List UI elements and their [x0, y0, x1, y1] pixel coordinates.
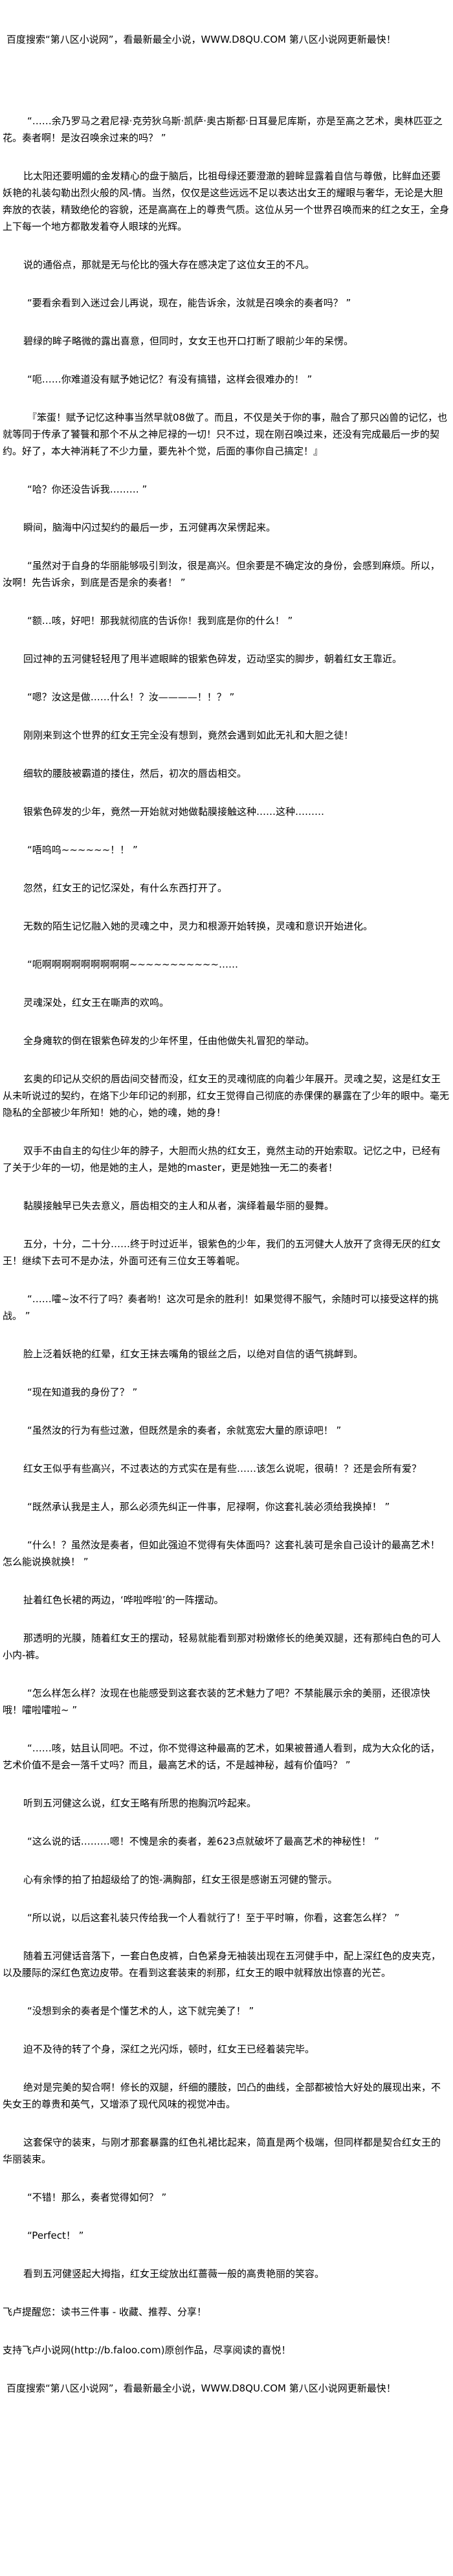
- story-paragraph: 迫不及待的转了个身，深红之光闪烁，顿时，红女王已经着装完毕。: [23, 2043, 315, 2055]
- story-paragraph: 银紫色碎发的少年，竟然一开始就对她做黏膜接触这种……这种………: [23, 806, 325, 817]
- story-paragraph: 这套保守的装束，与刚才那套暴露的红色礼裙比起来，简直是两个极端，但同样都是契合红…: [3, 2137, 441, 2165]
- story-paragraph: 『笨蛋！赋予记忆这种事当然早就08做了。而且，不仅是关于你的事，融合了那只凶兽的…: [3, 412, 448, 457]
- story-paragraph: “呃……你难道没有赋予她记忆？有没有搞错，这样会很难办的！ ”: [27, 373, 313, 385]
- story-paragraph: “没想到余的奏者是个懂艺术的人，这下就完美了！ ”: [27, 2005, 254, 2017]
- story-paragraph: “呃啊啊啊啊啊啊啊啊啊~~~~~~~~~~~……: [27, 959, 239, 970]
- story-paragraph: “所以说，以后这套礼装只传给我一个人看就行了！至于平时嘛，你看，这套怎么样？ ”: [27, 1912, 400, 1924]
- story-paragraph: 随着五河健话音落下，一套白色皮裤，白色紧身无袖装出现在五河健手中，配上深红色的皮…: [3, 1950, 441, 1979]
- story-paragraph: “哈？你还没告诉我……… ”: [27, 483, 148, 495]
- story-paragraph: “……余乃罗马之君尼禄·克劳狄乌斯·凯萨·奥古斯都·日耳曼尼库斯，亦是至高之艺术…: [3, 115, 443, 144]
- story-paragraph: 玄奥的印记从交织的唇齿间交替而没，红女王的灵魂彻底的向着少年展开。灵魂之契，这是…: [3, 1073, 450, 1118]
- story-paragraph: “怎么样怎么样？汝现在也能感受到这套衣装的艺术魅力了吧？不禁能展示余的美丽，还很…: [3, 1687, 430, 1716]
- story-paragraph: 听到五河健这么说，红女王略有所思的抱胸沉吟起来。: [23, 1797, 257, 1809]
- story-paragraph: 五分，十分，二十分……终于时过近半，银紫色的少年，我们的五河健大人放开了贪得无厌…: [3, 1238, 441, 1267]
- story-paragraph: “嗯？汝这是做……什么！？汝————！！？ ”: [27, 691, 235, 703]
- story-paragraph: 绝对是完美的契合啊！修长的双腿，纤细的腰肢，凹凸的曲线，全部都被恰大好处的展现出…: [3, 2082, 441, 2110]
- story-paragraph: “既然承认我是主人，那么必须先纠正一件事，尼禄啊，你这套礼装必须给我换掉！ ”: [27, 1501, 390, 1513]
- story-paragraph: 扯着红色长裙的两边，‘哗啦哗啦’的一阵摆动。: [23, 1594, 224, 1606]
- story-paragraph: 心有余悸的拍了拍超级给了的饱-满胸部，红女王很是感谢五河健的警示。: [23, 1874, 338, 1885]
- support-notice: 支持飞卢小说网(http://b.faloo.com)原创作品，尽享阅读的喜悦！: [3, 2344, 291, 2356]
- story-paragraph: “Perfect！ ”: [27, 2230, 84, 2241]
- story-paragraph: 那透明的光膜，随着红女王的摆动，轻易就能看到那对粉嫩修长的绝美双腿，还有那纯白色…: [3, 1632, 441, 1661]
- story-paragraph: “额…咳，好吧！那我就彻底的告诉你！我到底是你的什么！ ”: [27, 615, 293, 627]
- story-paragraph: “要看余看到入迷过会儿再说，现在，能告诉余，汝就是召唤余的奏者吗？ ”: [27, 297, 351, 309]
- story-paragraph: 比太阳还要明媚的金发精心的盘于脑后，比祖母绿还要澄澈的碧眸显露着自信与尊傲，比鲜…: [3, 170, 450, 232]
- story-paragraph: 瞬间，脑海中闪过契约的最后一步，五河健再次呆愣起来。: [23, 522, 276, 533]
- story-paragraph: 看到五河健竖起大拇指，红女王绽放出红蔷薇一般的高贵艳丽的笑容。: [23, 2268, 325, 2280]
- story-paragraph: 脸上泛着妖艳的红晕，红女王抹去嘴角的银丝之后，以绝对自信的语气挑衅到。: [23, 1348, 364, 1360]
- story-paragraph: “……嚯~汝不行了吗？奏者哟！这次可是余的胜利！如果觉得不服气，余随时可以接受这…: [3, 1293, 439, 1322]
- story-paragraph: 忽然，红女王的记忆深处，有什么东西打开了。: [23, 882, 228, 894]
- chapter-footer: 飞卢提醒您：读书三件事 - 收藏、推荐、分享！ 支持飞卢小说网(http://b…: [3, 2304, 449, 2359]
- story-paragraph: “不错！那么，奏者觉得如何？ ”: [27, 2192, 167, 2203]
- story-paragraph: 无数的陌生记忆融入她的灵魂之中，灵力和根源开始转换，灵魂和意识开始进化。: [23, 920, 373, 932]
- story-paragraph: “虽然对于自身的华丽能够吸引到汝，很是高兴。但余要是不确定汝的身份，会感到麻烦。…: [3, 560, 440, 588]
- story-paragraph: “……咳，姑且认同吧。不过，你不觉得这种最高的艺术，如果被普通人看到，成为大众化…: [3, 1742, 440, 1771]
- story-paragraph: 刚刚来到这个世界的红女王完全没有想到，竟然会遇到如此无礼和大胆之徒！: [23, 729, 354, 741]
- story-paragraph: 细软的腰肢被霸道的搂住，然后，初次的唇齿相交。: [23, 768, 247, 779]
- chapter-body: “……余乃罗马之君尼禄·克劳狄乌斯·凯萨·奥古斯都·日耳曼尼库斯，亦是至高之艺术…: [3, 113, 449, 2282]
- story-paragraph: “唔呜呜~~~~~~！！ ”: [27, 844, 138, 856]
- story-paragraph: “这么说的话………嗯！不愧是余的奏者，差623点就破坏了最高艺术的神秘性！ ”: [27, 1836, 379, 1847]
- reading-reminder: 飞卢提醒您：读书三件事 - 收藏、推荐、分享！: [3, 2306, 206, 2318]
- novel-page: 百度搜索“第八区小说网”，看最新最全小说，WWW.D8QU.COM 第八区小说网…: [3, 34, 449, 2394]
- story-paragraph: 回过神的五河健轻轻甩了甩半遮眼眸的银紫色碎发，迈动坚实的脚步，朝着红女王靠近。: [23, 653, 403, 665]
- story-paragraph: 灵魂深处，红女王在嘶声的欢鸣。: [23, 997, 170, 1008]
- story-paragraph: 黏膜接触早已失去意义，唇齿相交的主人和从者，演绎着最华丽的曼舞。: [23, 1200, 335, 1212]
- story-paragraph: 红女王似乎有些高兴，不过表达的方式实在是有些……该怎么说呢，很萌！？还是会所有爱…: [23, 1463, 422, 1474]
- story-paragraph: 碧绿的眸子略微的露出喜意，但同时，女女王也开口打断了眼前少年的呆愣。: [23, 335, 354, 347]
- story-paragraph: 双手不由自主的勾住少年的脖子，大胆而火热的红女王，竟然主动的开始索取。记忆之中，…: [3, 1145, 441, 1173]
- story-paragraph: “现在知道我的身份了？ ”: [27, 1386, 138, 1398]
- story-paragraph: “虽然汝的行为有些过激，但既然是余的奏者，余就宽宏大量的原谅吧！ ”: [27, 1425, 342, 1436]
- site-banner-bottom: 百度搜索“第八区小说网”，看最新最全小说，WWW.D8QU.COM 第八区小说网…: [6, 2382, 396, 2394]
- story-paragraph: 全身瘫软的倒在银紫色碎发的少年怀里，任由他做失礼冒犯的举动。: [23, 1035, 315, 1047]
- story-paragraph: 说的通俗点，那就是无与伦比的强大存在感决定了这位女王的不凡。: [23, 259, 315, 271]
- story-paragraph: “什么！？虽然汝是奏者，但如此强迫不觉得有失体面吗？这套礼装可是余自己设计的最高…: [3, 1539, 440, 1568]
- site-banner-top: 百度搜索“第八区小说网”，看最新最全小说，WWW.D8QU.COM 第八区小说网…: [6, 34, 396, 45]
